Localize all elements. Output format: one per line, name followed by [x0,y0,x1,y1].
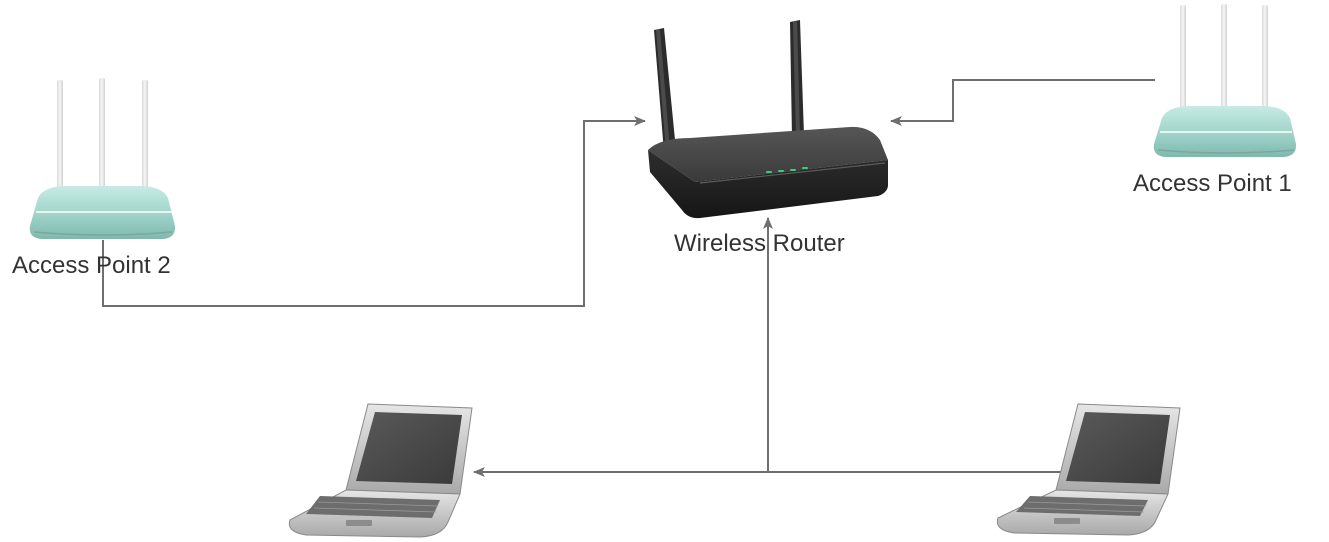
wireless-router-label: Wireless Router [674,230,845,257]
access-point-1-icon [1153,4,1297,157]
access-point-2-label: Access Point 2 [12,252,171,279]
access-point-1-label: Access Point 1 [1133,170,1292,197]
access-point-2-icon [29,78,176,239]
edge-access-point-1-to-router [890,79,1155,126]
wireless-router-icon [648,20,888,219]
edge-access-point-2-to-router [102,116,646,307]
connectors [102,79,1155,477]
laptop-left-icon [288,403,473,538]
laptop-right-icon [996,403,1181,536]
